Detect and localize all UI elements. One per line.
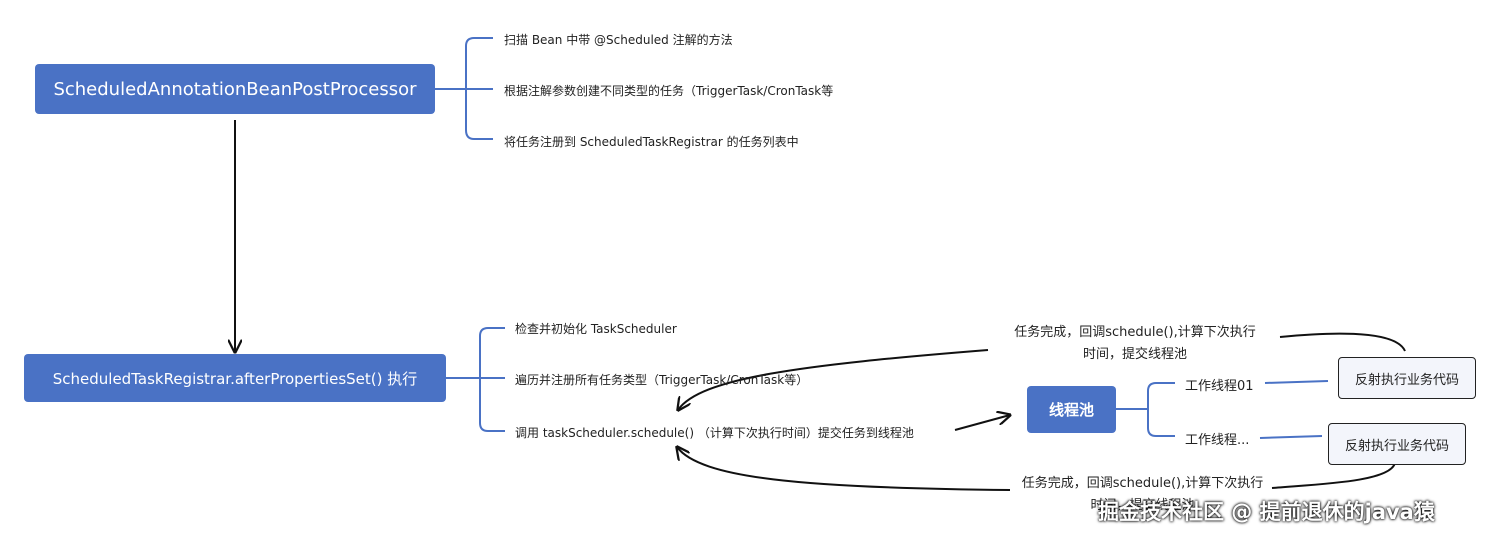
registrar-node: ScheduledTaskRegistrar.afterPropertiesSe… [24, 354, 446, 402]
processor-step-create-task: 根据注解参数创建不同类型的任务（TriggerTask/CronTask等 [504, 84, 834, 98]
submit-to-pool-arrow [954, 415, 1010, 431]
processor-step-register: 将任务注册到 ScheduledTaskRegistrar 的任务列表中 [504, 135, 799, 149]
processor-step-scan: 扫描 Bean 中带 @Scheduled 注解的方法 [504, 33, 733, 47]
callback-note-top-line2: 时间，提交线程池 [1082, 347, 1187, 362]
watermark: 掘金技术社区 @ 提前退休的java猿 [1098, 500, 1435, 524]
processor-node: ScheduledAnnotationBeanPostProcessor [35, 64, 435, 114]
registrar-step-schedule: 调用 taskScheduler.schedule() （计算下次执行时间）提交… [515, 426, 914, 440]
business-code-box-bottom: 反射执行业务代码 [1328, 423, 1466, 465]
callback-note-bottom: 任务完成，回调schedule(),计算下次执行 时间，提交线程池 [1000, 473, 1285, 517]
flow-arrows [235, 120, 1406, 491]
callback-note-bottom-line1: 任务完成，回调schedule(),计算下次执行 [1021, 476, 1264, 491]
thread-pool-node: 线程池 [1027, 386, 1116, 433]
callback-note-top-line1: 任务完成，回调schedule(),计算下次执行 [1014, 325, 1256, 340]
worker-thread-01: 工作线程01 [1185, 379, 1254, 394]
callback-note-bottom-line2: 时间，提交线程池 [1090, 498, 1195, 513]
worker-thread-more: 工作线程... [1185, 433, 1250, 448]
pool-branch-connector [1116, 380, 1329, 439]
business-code-box-top: 反射执行业务代码 [1338, 357, 1476, 399]
callback-note-top: 任务完成，回调schedule(),计算下次执行 时间，提交线程池 [990, 322, 1280, 366]
registrar-branch-connector [446, 327, 505, 432]
callback-top-arrow [678, 332, 1406, 410]
callback-bottom-arrow [677, 447, 1396, 491]
registrar-step-register-tasks: 遍历并注册所有任务类型（TriggerTask/CronTask等） [515, 373, 809, 387]
registrar-step-init-scheduler: 检查并初始化 TaskScheduler [515, 322, 677, 336]
processor-branch-connector [435, 37, 493, 140]
